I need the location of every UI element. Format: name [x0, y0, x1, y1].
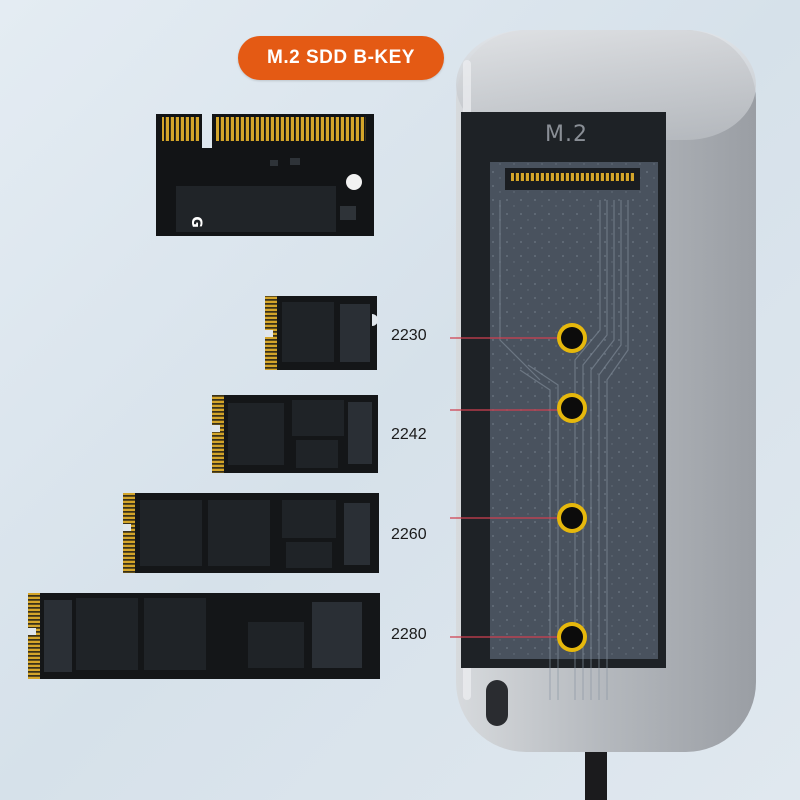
enclosure [450, 30, 756, 800]
screw-post-2280 [557, 622, 587, 652]
pointer-lines [450, 337, 562, 638]
screw-post-2242 [557, 393, 587, 423]
ssd-2280 [28, 593, 380, 679]
size-label-2280: 2280 [391, 626, 427, 643]
size-label-2230: 2230 [391, 327, 427, 344]
ssd-2260 [123, 493, 379, 573]
ssd-2230 [265, 296, 378, 370]
b-key-card [156, 114, 374, 236]
ssd-2242 [212, 395, 378, 473]
card-marking: G [187, 216, 204, 228]
size-label-2242: 2242 [391, 426, 427, 443]
screw-post-2230 [557, 323, 587, 353]
m2-slot-label: M.2 [545, 122, 588, 147]
screw-post-2260 [557, 503, 587, 533]
b-key-badge: M.2 SDD B-KEY [238, 36, 444, 80]
size-label-2260: 2260 [391, 526, 427, 543]
